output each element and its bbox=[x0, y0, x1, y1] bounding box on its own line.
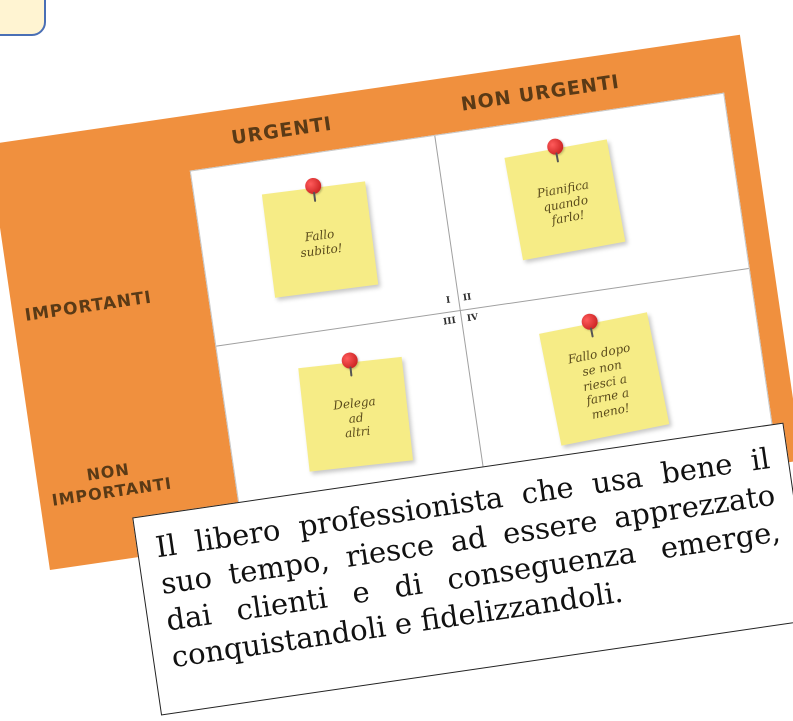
quadrant-number-i: I bbox=[445, 295, 452, 306]
note-text-delegate: Delega ad altri bbox=[332, 394, 377, 441]
note-text-later: Fallo dopo se non riesci a farne a meno! bbox=[566, 340, 632, 422]
sticky-note-later: Fallo dopo se non riesci a farne a meno! bbox=[539, 312, 670, 446]
note-text-plan: Pianifica quando farlo! bbox=[535, 177, 591, 228]
pin-icon bbox=[304, 177, 323, 195]
pin-icon bbox=[340, 351, 359, 370]
sticky-note-delegate: Delega ad altri bbox=[298, 351, 414, 472]
note-text-do-now: Fallo subito! bbox=[299, 227, 344, 261]
corner-callout-shape bbox=[0, 0, 46, 36]
column-header-non-urgent: NON URGENTI bbox=[459, 70, 622, 116]
quadrant-number-ii: II bbox=[462, 292, 473, 304]
tilted-matrix-card: URGENTI NON URGENTI IMPORTANTI NON IMPOR… bbox=[0, 6, 793, 721]
column-header-urgent: URGENTI bbox=[229, 112, 334, 150]
row-header-important: IMPORTANTI bbox=[23, 287, 154, 326]
quadrant-number-iii: III bbox=[442, 315, 457, 328]
sticky-note-plan: Pianifica quando farlo! bbox=[504, 137, 626, 261]
sticky-note-do-now: Fallo subito! bbox=[261, 177, 379, 298]
quadrant-number-iv: IV bbox=[466, 312, 479, 325]
pin-icon bbox=[580, 312, 600, 332]
grid-vertical-divider bbox=[434, 135, 487, 488]
pin-icon bbox=[545, 137, 565, 156]
